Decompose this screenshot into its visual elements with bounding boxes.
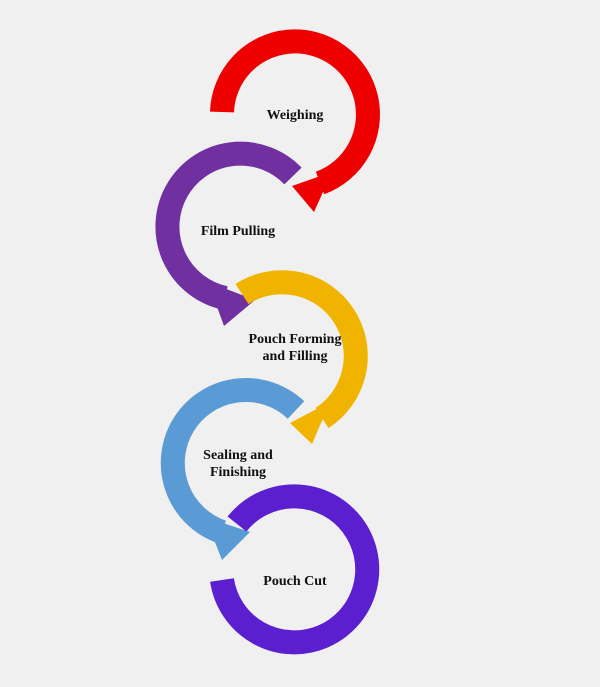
sealing-arc xyxy=(160,377,305,544)
step-label-sealing: Sealing and Finishing xyxy=(203,447,273,481)
step-label-line: Weighing xyxy=(266,108,324,123)
step-label-line: Sealing and xyxy=(203,448,273,463)
pouch-forming-arrowhead xyxy=(290,402,330,444)
weighing-arrowhead xyxy=(292,172,332,212)
step-label-line: Film Pulling xyxy=(200,224,276,239)
film-pulling-arrowhead xyxy=(208,282,255,326)
step-label-line: and Filling xyxy=(262,349,328,364)
weighing-arc xyxy=(210,29,380,195)
step-label-film-pulling: Film Pulling xyxy=(201,223,275,240)
step-label-pouch-forming: Pouch Forming and Filling xyxy=(249,331,342,365)
film-pulling-arc xyxy=(155,141,302,310)
sealing-arrowhead xyxy=(205,517,250,560)
step-label-line: Pouch Cut xyxy=(263,574,327,589)
step-label-pouch-cut: Pouch Cut xyxy=(263,573,326,590)
step-label-weighing: Weighing xyxy=(267,107,324,124)
step-label-line: Pouch Forming xyxy=(248,332,342,347)
step-label-line: Finishing xyxy=(209,465,267,480)
pouch-forming-arc xyxy=(235,270,368,429)
pouch-cut-arc xyxy=(210,484,380,655)
